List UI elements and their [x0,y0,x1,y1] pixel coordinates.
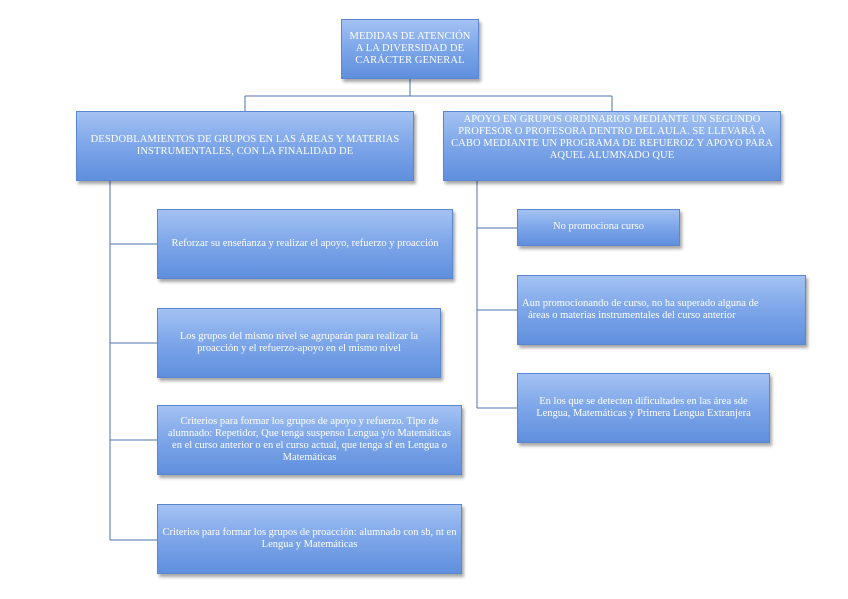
right-child-label-2-line-1: Aun promocionando de curso, no ha supera… [522,297,759,309]
right-child-node-2: Aun promocionando de curso, no ha supera… [517,275,806,345]
left-child-label-2: Los grupos del mismo nivel se agruparán … [179,330,419,354]
left-child-node-4: Criterios para formar los grupos de proa… [157,504,462,574]
left-child-node-2: Los grupos del mismo nivel se agruparán … [157,308,441,378]
right-child-node-3: En los que se detecten dificultades en l… [517,373,770,443]
right-branch-label: APOYO EN GRUPOS ORDINARIOS MEDIANTE UN S… [451,114,773,162]
left-child-label-1: Reforzar su enseñanza y realizar el apoy… [171,237,439,249]
left-child-label-3: Criterios para formar los grupos de apoy… [167,415,451,464]
left-branch-node: DESDOBLAMIENTOS DE GRUPOS EN LAS ÁREAS Y… [76,111,414,181]
right-child-label-2: Aun promocionando de curso, no ha supera… [522,298,801,322]
left-branch-label: DESDOBLAMIENTOS DE GRUPOS EN LAS ÁREAS Y… [90,133,400,157]
root-node-label: MEDIDAS DE ATENCIÓN A LA DIVERSIDAD DE C… [349,30,471,67]
right-child-node-1: No promociona curso [517,209,680,246]
right-child-label-1: No promociona curso [553,221,644,233]
right-branch-node: APOYO EN GRUPOS ORDINARIOS MEDIANTE UN S… [443,111,781,181]
left-child-node-3: Criterios para formar los grupos de apoy… [157,405,462,475]
left-child-label-4: Criterios para formar los grupos de proa… [162,526,457,550]
right-child-label-3: En los que se detecten dificultades en l… [536,395,751,419]
right-child-label-2-line-2: áreas o materias instrumentales del curs… [528,310,736,321]
root-node: MEDIDAS DE ATENCIÓN A LA DIVERSIDAD DE C… [341,19,479,79]
left-child-node-1: Reforzar su enseñanza y realizar el apoy… [157,209,453,279]
